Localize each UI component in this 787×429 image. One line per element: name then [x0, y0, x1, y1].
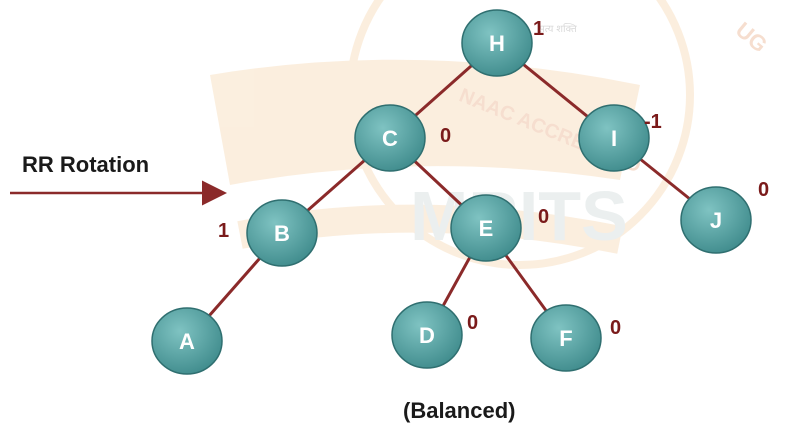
- node-circle: [530, 304, 602, 372]
- node-label: B: [274, 221, 290, 246]
- watermark-small-text: UG: [731, 17, 772, 57]
- balance-factor: -1: [644, 111, 662, 133]
- node-label: C: [382, 126, 398, 151]
- node-label: F: [559, 326, 572, 351]
- balance-factor: 0: [758, 179, 769, 201]
- node-label: J: [710, 208, 722, 233]
- node-circle: [680, 186, 752, 254]
- node-circle: [354, 104, 426, 172]
- balance-factor: 1: [533, 18, 544, 40]
- node-label: A: [179, 329, 195, 354]
- node-circle: [246, 199, 318, 267]
- node-circle: [578, 104, 650, 172]
- node-circle: [391, 301, 463, 369]
- tree-node-i: I -1: [578, 104, 662, 172]
- rotation-label: RR Rotation: [22, 152, 149, 177]
- tree-node-j: J0: [680, 179, 769, 254]
- balance-factor: 0: [610, 317, 621, 339]
- tree-node-h: H1: [461, 9, 544, 77]
- watermark-hindi-text: सत्य शक्ति: [538, 23, 577, 35]
- balance-factor: 0: [440, 125, 451, 147]
- node-circle: [450, 194, 522, 262]
- node-circle: [151, 307, 223, 375]
- balanced-caption: (Balanced): [403, 398, 515, 423]
- node-label: E: [479, 216, 494, 241]
- balance-factor: 0: [467, 312, 478, 334]
- balance-factor: 1: [218, 220, 229, 242]
- node-label: H: [489, 31, 505, 56]
- node-circle: [461, 9, 533, 77]
- tree-node-a: A: [151, 307, 223, 375]
- tree-node-b: B1: [218, 199, 318, 267]
- node-label: D: [419, 323, 435, 348]
- balance-factor: 0: [538, 206, 549, 228]
- node-label: I: [611, 126, 617, 151]
